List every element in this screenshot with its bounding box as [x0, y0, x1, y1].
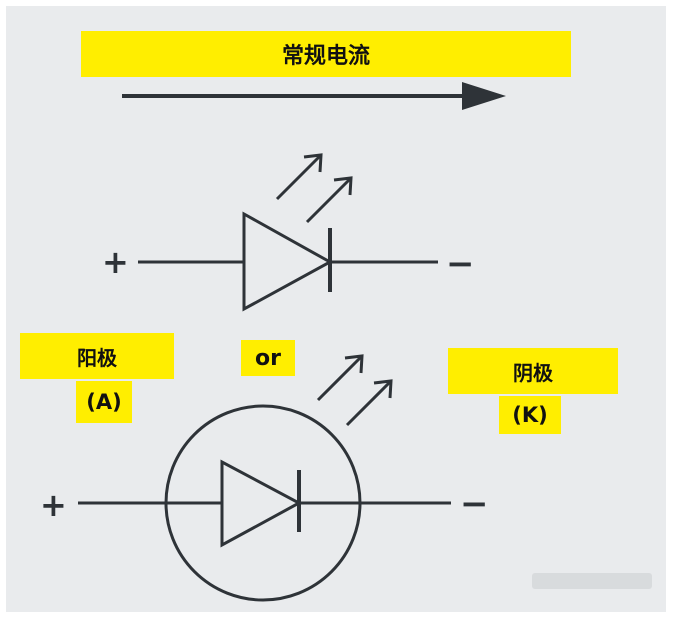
minus-sign-top: − [446, 244, 475, 284]
led-symbol-plain [138, 153, 438, 312]
watermark [532, 573, 652, 589]
current-arrow [122, 82, 506, 110]
current-direction-text: 常规电流 [281, 44, 370, 69]
anode-symbol-text: (A) [86, 390, 122, 414]
or-label: or [241, 340, 295, 376]
cathode-label: 阴极 [448, 348, 618, 394]
current-direction-label: 常规电流 [81, 31, 571, 77]
cathode-name: 阴极 [513, 360, 553, 385]
cathode-symbol-text: (K) [512, 403, 548, 427]
anode-label: 阳极 [20, 333, 174, 379]
anode-symbol: (A) [76, 381, 132, 423]
led-symbol-circled [78, 354, 451, 602]
or-text: or [255, 345, 281, 371]
anode-name: 阳极 [77, 345, 117, 370]
plus-sign-top: + [102, 243, 129, 281]
plus-sign-bottom: + [40, 486, 67, 524]
diagram-canvas [6, 6, 666, 612]
cathode-symbol: (K) [499, 396, 561, 434]
minus-sign-bottom: − [460, 484, 489, 524]
